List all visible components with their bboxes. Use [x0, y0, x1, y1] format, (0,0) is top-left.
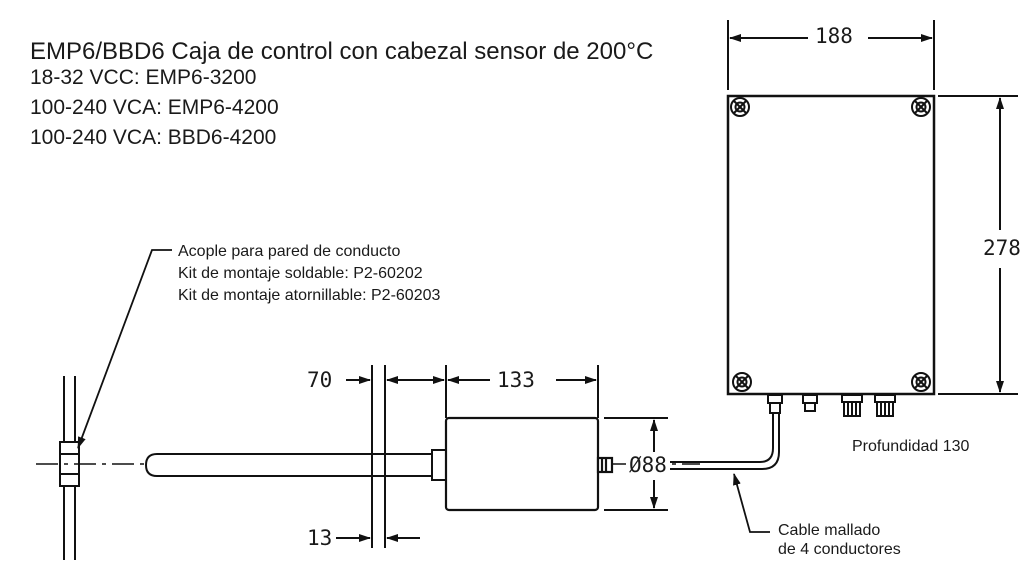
screw-top-left [730, 97, 750, 117]
cable-leader [733, 473, 770, 533]
screw-kit-label: Kit de montaje atornillable: P2-60203 [178, 287, 441, 304]
probe-rod [144, 449, 447, 481]
depth-note: Profundidad 130 [852, 438, 970, 455]
dim-probe-133: 133 [494, 368, 538, 392]
dim-diameter: Ø88 [626, 453, 670, 477]
spec-line-2: 100-240 VCA: EMP6-4200 [30, 96, 279, 119]
braided-cable [646, 413, 780, 470]
cable-gland-2 [802, 394, 818, 412]
dim-box-height: 278 [980, 236, 1024, 260]
duct-coupling [59, 376, 80, 560]
screw-top-right [911, 97, 931, 117]
coupling-label: Acople para pared de conducto [178, 243, 401, 260]
spec-line-3: 100-240 VCA: BBD6-4200 [30, 126, 277, 149]
dim-box-width: 188 [812, 24, 856, 48]
cable-gland-4 [874, 394, 896, 417]
dim-probe-13: 13 [304, 526, 336, 550]
cable-gland-3 [841, 394, 863, 417]
cable-note-line-2: de 4 conductores [778, 541, 901, 558]
screw-bottom-right [911, 372, 931, 392]
probe-dimensions [336, 365, 668, 548]
page-title: EMP6/BBD6 Caja de control con cabezal se… [30, 38, 654, 65]
dim-probe-70: 70 [304, 368, 336, 392]
box-height-dimension [938, 95, 1018, 395]
cable-gland-1 [767, 394, 783, 414]
box-width-dimension [727, 20, 935, 90]
sensor-head [444, 416, 614, 512]
control-box [726, 94, 936, 417]
cable-note-line-1: Cable mallado [778, 522, 881, 539]
weld-kit-label: Kit de montaje soldable: P2-60202 [178, 265, 423, 282]
spec-line-1: 18-32 VCC: EMP6-3200 [30, 66, 257, 89]
coupling-leader [77, 249, 172, 449]
screw-bottom-left [732, 372, 752, 392]
